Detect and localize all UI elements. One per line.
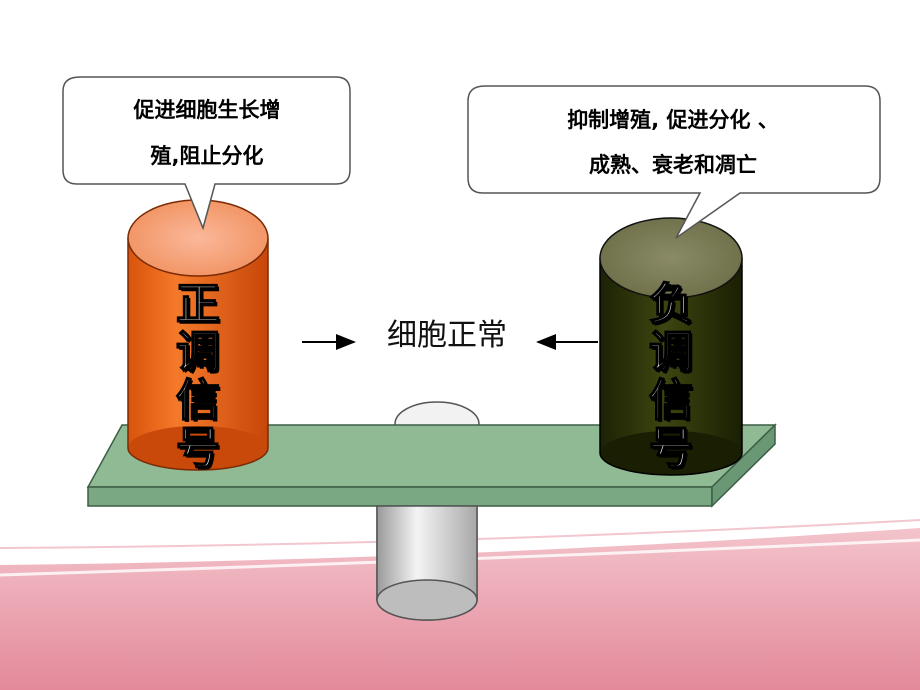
positive-label-char: 正 <box>175 279 221 330</box>
negative-label-char: 号 <box>648 423 694 474</box>
positive-callout-line1: 促进细胞生长增 <box>133 98 281 122</box>
negative-label-char: 负 <box>648 279 694 330</box>
negative-label-char: 调 <box>648 327 694 378</box>
negative-signal-label: 负 调 信 号 <box>641 279 701 475</box>
negative-callout-line1: 抑制增殖, 促进分化 、 <box>567 108 779 132</box>
positive-signal-label: 正 调 信 号 <box>168 279 228 475</box>
negative-signal-cylinder <box>599 217 743 476</box>
positive-callout-bubble <box>62 76 351 231</box>
positive-callout-line2: 殖,阻止分化 <box>150 144 264 168</box>
cell-normal-label: 细胞正常 <box>387 318 507 353</box>
negative-callout-bubble <box>467 85 881 239</box>
negative-callout-line2: 成熟、衰老和凋亡 <box>589 153 757 177</box>
negative-label-char: 信 <box>648 375 694 426</box>
positive-label-char: 调 <box>175 327 221 378</box>
positive-label-char: 信 <box>175 375 221 426</box>
fulcrum-front <box>376 505 478 621</box>
positive-label-char: 号 <box>175 423 221 474</box>
